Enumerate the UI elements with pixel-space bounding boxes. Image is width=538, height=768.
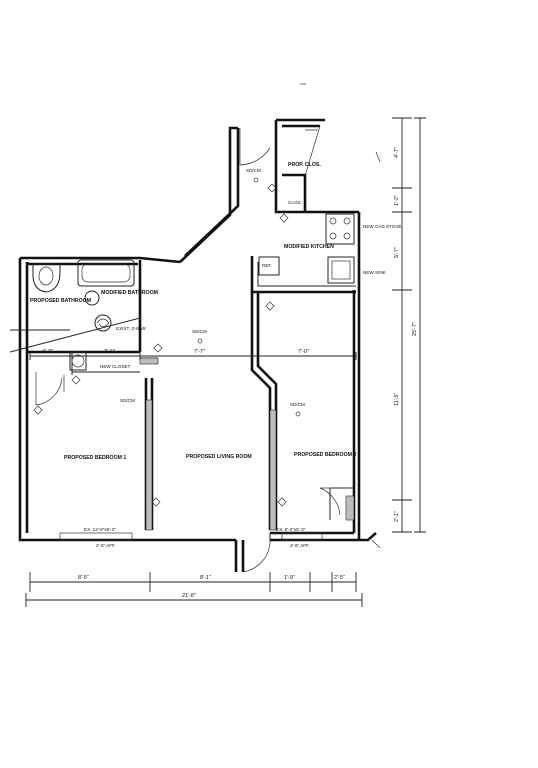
washer bbox=[69, 351, 87, 371]
door-tags bbox=[33, 183, 289, 507]
room-labels: PROPOSED BATHROOM MODIFIED BATHROOM MODI… bbox=[30, 162, 401, 461]
sdcm-top: SD/CM bbox=[246, 168, 261, 173]
interior-dimension-line: 4'-7" 3'-6" 7'-7" 7'-0" bbox=[29, 349, 357, 360]
dim-right-5: 2'-1" bbox=[394, 511, 400, 522]
label-bathroom: PROPOSED BATHROOM bbox=[30, 298, 91, 304]
right-dimensions: 4'-7" 1'-2" 5'-7" 11'-5" 2'-1" 25'-7" bbox=[392, 117, 426, 533]
window-left bbox=[59, 532, 133, 541]
window-labels: EX. 12'-6"x5'-3" 2'-6" AFF. EX. 5'-0"x5'… bbox=[59, 527, 323, 548]
door-tag bbox=[151, 497, 161, 507]
door-tag bbox=[267, 183, 277, 193]
dim-bottom-total: 21'-8" bbox=[182, 593, 196, 599]
kitchen-fixtures bbox=[258, 213, 355, 284]
vent-fan bbox=[94, 314, 112, 332]
detector-icon bbox=[295, 411, 301, 417]
dim-int-2: 3'-6" bbox=[104, 349, 115, 355]
window-left-label: EX. 12'-6"x5'-3" bbox=[84, 527, 116, 532]
sink-basin bbox=[84, 290, 100, 306]
sdcm-right: SD/CM bbox=[290, 402, 305, 407]
bathroom-fixtures bbox=[9, 259, 141, 371]
label-closet-prop: PROP. CLOS. bbox=[288, 162, 321, 168]
label-exist: EXIST. 3'-6"x5' bbox=[116, 326, 146, 331]
dim-right-4: 11'-5" bbox=[394, 393, 400, 406]
dim-right-3: 5'-7" bbox=[394, 247, 400, 258]
door-swing-entry bbox=[242, 539, 271, 573]
dim-right-2: 1'-2" bbox=[394, 195, 400, 206]
label-stove: NEW GAS STOVE bbox=[363, 224, 401, 229]
window-right bbox=[281, 532, 323, 541]
doors bbox=[35, 125, 354, 573]
door-swing-bed1 bbox=[35, 372, 63, 406]
kitchen-sink bbox=[327, 256, 355, 284]
label-clos: CLOS. bbox=[288, 200, 302, 205]
door-tag bbox=[71, 375, 81, 385]
toilet bbox=[32, 263, 61, 293]
label-mod-bathroom: MODIFIED BATHROOM bbox=[101, 290, 158, 296]
dim-int-4: 7'-0" bbox=[298, 349, 309, 355]
sdcm-left: SD/CM bbox=[120, 398, 135, 403]
label-bedroom1: PROPOSED BEDROOM 1 bbox=[64, 455, 126, 461]
dim-bottom-1: 8'-5" bbox=[78, 575, 89, 581]
window-right-label: EX. 5'-0"x5'-3" bbox=[276, 527, 306, 532]
scan-artifacts bbox=[300, 83, 381, 549]
window-left-aff: 2'-6" AFF. bbox=[96, 543, 116, 548]
door-swing-closet bbox=[304, 125, 321, 177]
door-tag bbox=[279, 213, 289, 223]
door-swing-top bbox=[239, 128, 271, 166]
label-mod-kitchen: MODIFIED KITCHEN bbox=[284, 244, 334, 250]
detector-icon bbox=[197, 338, 203, 344]
dim-right-1: 4'-7" bbox=[394, 147, 400, 158]
label-ref: REF. bbox=[262, 263, 272, 268]
dim-bottom-2: 8'-1" bbox=[200, 575, 211, 581]
label-closet-new: NEW CLOSET bbox=[100, 364, 131, 369]
dim-bottom-4: 2'-5" bbox=[334, 575, 345, 581]
door-tag bbox=[277, 497, 287, 507]
smoke-detectors: SD/CM SD/CM SD/CM SD/CM bbox=[120, 168, 305, 417]
door-tag bbox=[265, 301, 275, 311]
dim-bottom-3: 1'-9" bbox=[284, 575, 295, 581]
door-tag bbox=[153, 343, 163, 353]
label-living: PROPOSED LIVING ROOM bbox=[186, 454, 252, 460]
exterior-walls bbox=[18, 118, 377, 572]
label-sink: NEW SINK bbox=[363, 270, 387, 275]
tub bbox=[77, 259, 135, 287]
stove bbox=[325, 213, 355, 245]
dim-int-3: 7'-7" bbox=[194, 349, 205, 355]
dim-int-1: 4'-7" bbox=[42, 349, 53, 355]
bottom-dimensions: 8'-5" 8'-1" 1'-9" 2'-5" 21'-8" bbox=[25, 572, 363, 607]
sdcm-mid: SD/CM bbox=[192, 329, 207, 334]
detector-icon bbox=[253, 177, 259, 183]
refrigerator bbox=[258, 256, 280, 276]
window-right-aff: 2'-6" AFF. bbox=[290, 543, 310, 548]
hatched-walls bbox=[139, 357, 355, 531]
door-swing-bed2 bbox=[319, 487, 354, 516]
interior-walls bbox=[27, 120, 359, 530]
dim-right-total: 25'-7" bbox=[412, 322, 418, 336]
door-tag bbox=[33, 405, 43, 415]
label-bedroom2: PROPOSED BEDROOM 2 bbox=[294, 452, 356, 458]
